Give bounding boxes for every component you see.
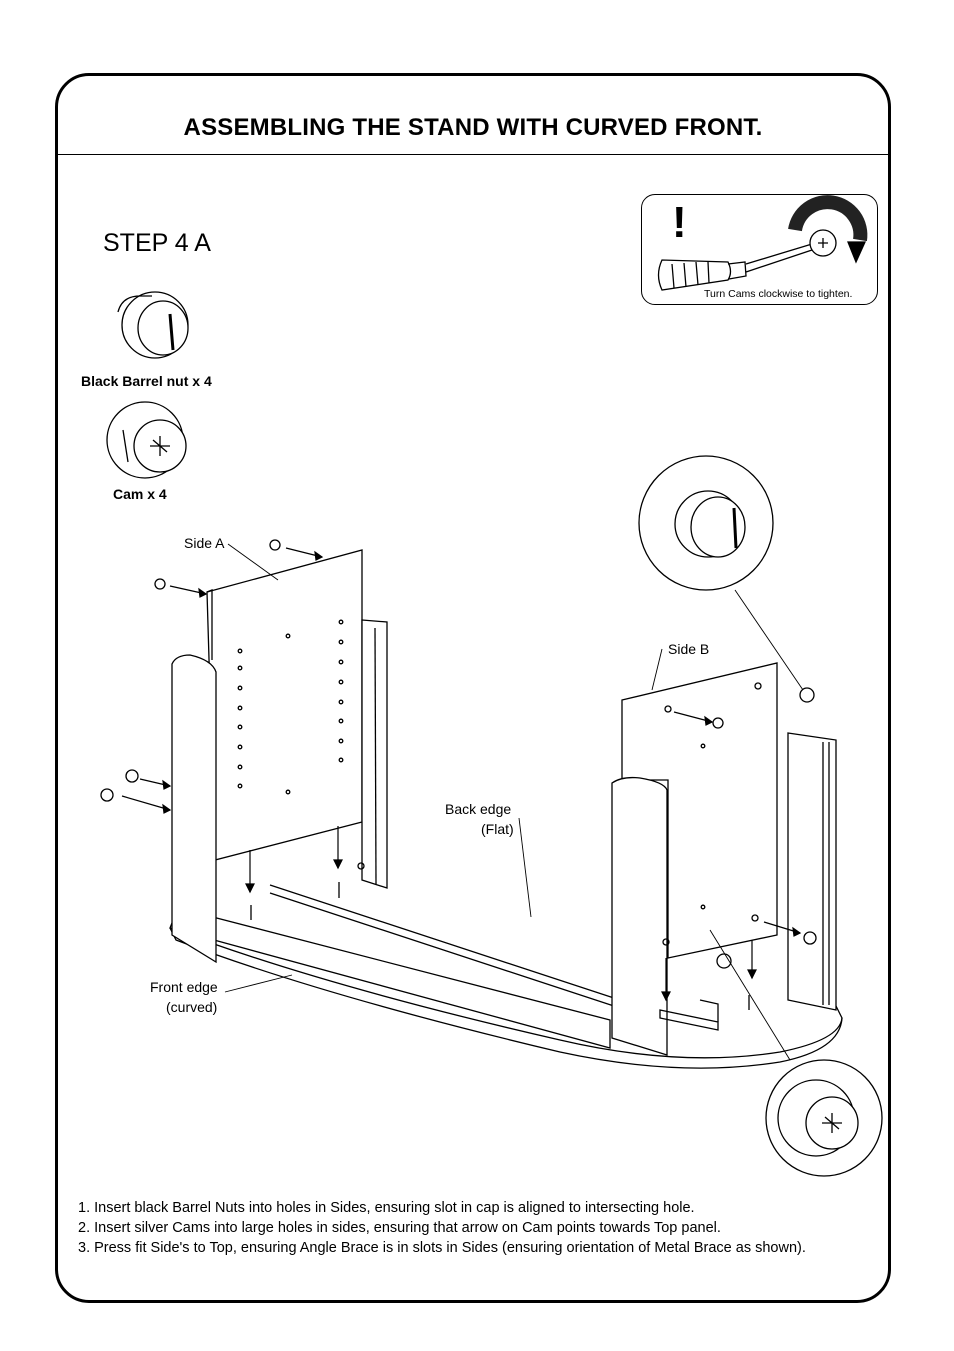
screwdriver-icon: [657, 243, 813, 291]
barrel-nut-icon: [117, 291, 189, 359]
warning-icon: !: [672, 198, 687, 247]
page-frame: [55, 73, 891, 1303]
title-bar: ASSEMBLING THE STAND WITH CURVED FRONT.: [58, 76, 888, 155]
front-edge-sub-label: (curved): [166, 999, 218, 1015]
top-panel: [169, 884, 843, 1069]
assembly-arrows: [121, 547, 802, 1002]
cam-label: Cam x 4: [113, 486, 167, 502]
tip-box: [641, 194, 878, 305]
angle-brace: [659, 999, 719, 1031]
barrel-nut-label: Black Barrel nut x 4: [81, 373, 212, 389]
side-b-panel: [611, 662, 837, 1056]
leader-lines: [224, 543, 804, 1061]
small-parts: [100, 539, 817, 1010]
page-title: ASSEMBLING THE STAND WITH CURVED FRONT.: [183, 114, 763, 141]
instruction-item: 2. Insert silver Cams into large holes i…: [78, 1220, 721, 1236]
tip-text: Turn Cams clockwise to tighten.: [704, 288, 853, 300]
back-edge-sub-label: (Flat): [481, 821, 514, 837]
instruction-item: 3. Press fit Side's to Top, ensuring Ang…: [78, 1240, 806, 1256]
rotate-arrow-icon: [788, 195, 868, 264]
side-a-label: Side A: [184, 535, 225, 551]
side-a-panel: [171, 549, 388, 964]
back-edge-label: Back edge: [445, 801, 512, 817]
barrel-nut-callout: [638, 455, 774, 591]
instructions: 1. Insert black Barrel Nuts into holes i…: [78, 1198, 878, 1258]
step-label: STEP 4 A: [103, 229, 211, 257]
cam-icon: [106, 401, 187, 479]
front-edge-label: Front edge: [150, 979, 218, 995]
side-b-label: Side B: [668, 641, 710, 657]
side-a-holes: [237, 619, 365, 870]
instruction-item: 1. Insert black Barrel Nuts into holes i…: [78, 1200, 695, 1216]
cam-callout: [765, 1059, 883, 1177]
